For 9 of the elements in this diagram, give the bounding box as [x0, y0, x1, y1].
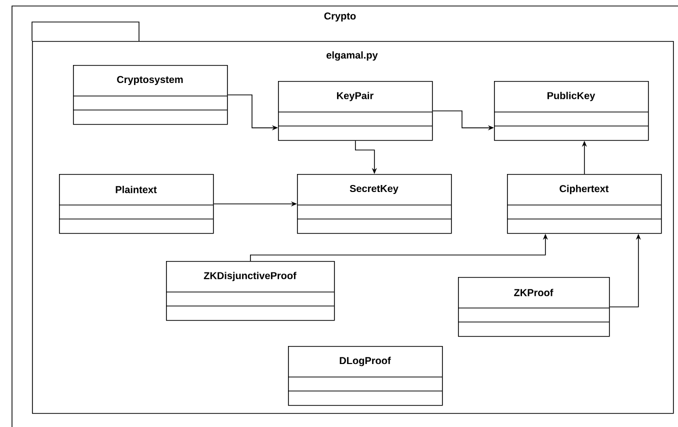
class-box: SecretKey	[296, 174, 452, 234]
class-box: Plaintext	[58, 174, 214, 234]
class-box: Cryptosystem	[72, 65, 228, 125]
class-box: ZKProof	[458, 277, 610, 337]
class-box: DLogProof	[288, 346, 443, 406]
class-box: ZKDisjunctiveProof	[166, 261, 335, 321]
class-box: Ciphertext	[506, 174, 662, 234]
class-box: KeyPair	[278, 81, 433, 141]
class-box: PublicKey	[494, 81, 649, 141]
